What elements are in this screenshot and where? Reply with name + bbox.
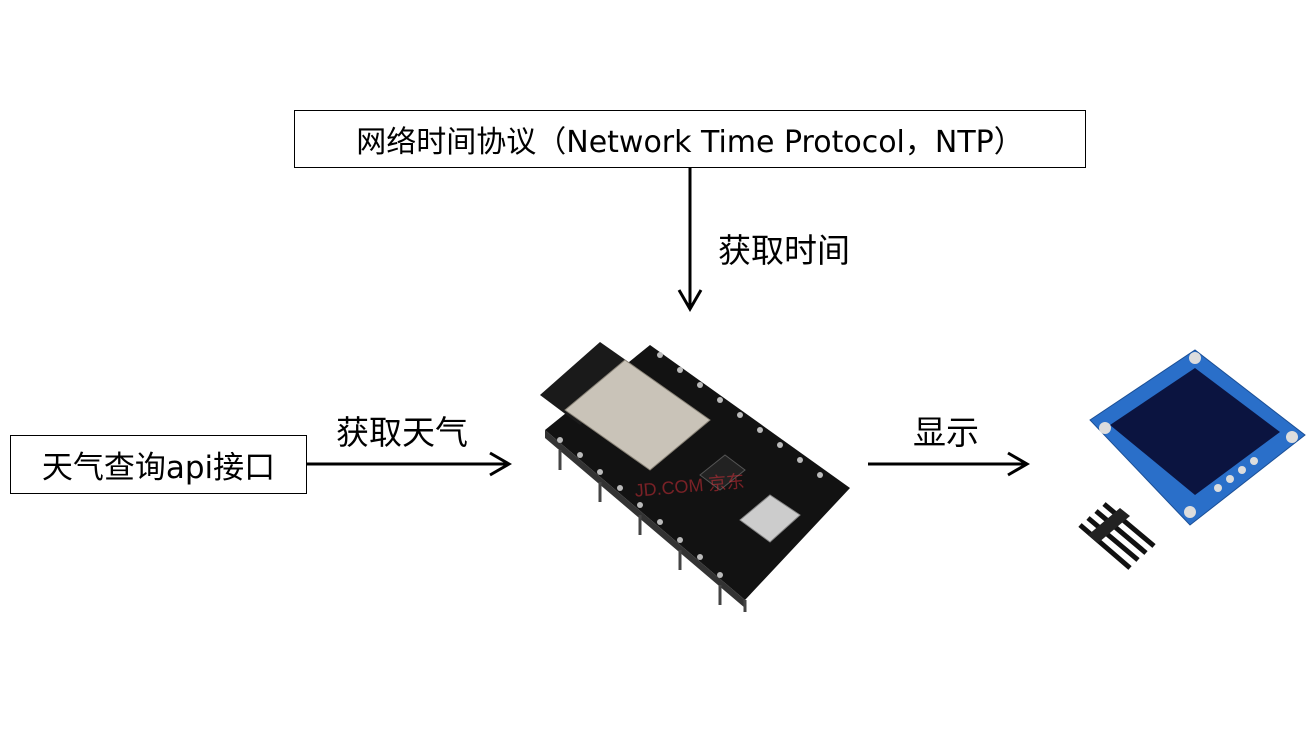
arrow-board-to-oled bbox=[868, 451, 1030, 477]
weather-api-box: 天气查询api接口 bbox=[10, 435, 307, 494]
arrow-weather-to-board bbox=[307, 451, 512, 477]
ntp-box-label: 网络时间协议（Network Time Protocol，NTP） bbox=[356, 125, 1024, 160]
display-label: 显示 bbox=[913, 413, 979, 452]
weather-api-box-label: 天气查询api接口 bbox=[41, 450, 276, 486]
esp32-board-image: JD.COM 京东 bbox=[540, 342, 850, 612]
arrow-ntp-to-board bbox=[677, 168, 703, 312]
get-weather-label: 获取天气 bbox=[336, 413, 468, 452]
get-time-label: 获取时间 bbox=[718, 231, 850, 270]
ntp-box: 网络时间协议（Network Time Protocol，NTP） bbox=[294, 110, 1086, 168]
oled-display-image bbox=[1078, 349, 1306, 570]
